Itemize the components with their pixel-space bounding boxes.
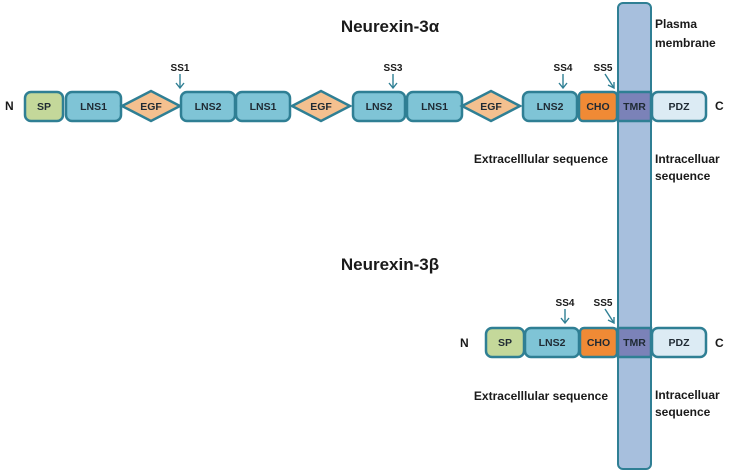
beta-ss4-arrowhead (560, 317, 570, 325)
beta-sp-label: SP (498, 337, 512, 349)
beta-n-terminus: N (460, 336, 469, 350)
alpha-tmr-label: TMR (623, 101, 646, 113)
alpha-lns1-label-2: LNS1 (250, 101, 277, 113)
beta-domain-row: SP LNS2 CHO TMR PDZ (484, 326, 708, 359)
alpha-sp-label: SP (37, 101, 51, 113)
alpha-title: Neurexin-3α (341, 17, 440, 36)
membrane-label-line2: membrane (655, 36, 716, 50)
alpha-ss4-arrowhead (558, 82, 568, 90)
alpha-egf-domain-2 (289, 89, 353, 123)
alpha-lns1-label-3: LNS1 (421, 101, 448, 113)
membrane-label-line1: Plasma (655, 17, 697, 31)
beta-splice-sites: SS4 SS5 (556, 298, 615, 325)
alpha-ss3-arrowhead (388, 82, 398, 90)
alpha-lns2-label-1: LNS2 (195, 101, 222, 113)
alpha-pdz-label: PDZ (669, 101, 691, 113)
alpha-intracellular-label-line2: sequence (655, 169, 711, 183)
alpha-lns1-label-1: LNS1 (80, 101, 107, 113)
beta-pdz-domain (650, 326, 708, 359)
alpha-ss5-arrow (604, 73, 615, 89)
beta-intracellular-label-line1: Intracelluar (655, 388, 720, 402)
beta-pdz-label: PDZ (669, 337, 691, 349)
alpha-ss5-label: SS5 (594, 63, 613, 74)
alpha-intracellular-label-line1: Intracelluar (655, 152, 720, 166)
alpha-egf-domain-3 (459, 89, 523, 123)
alpha-pdz-domain (650, 90, 708, 123)
alpha-egf-label-3: EGF (480, 101, 502, 113)
beta-ss4-label: SS4 (556, 298, 575, 309)
alpha-sp-domain (23, 90, 65, 123)
alpha-ss1-arrowhead (175, 82, 185, 90)
beta-intracellular-label-line2: sequence (655, 405, 711, 419)
beta-tmr-label: TMR (623, 337, 646, 349)
beta-c-terminus: C (715, 336, 724, 350)
alpha-ss4-label: SS4 (554, 63, 573, 74)
alpha-domain-row: SP LNS1 EGF LNS2 LNS1 EGF LNS2 LNS1 EGF … (23, 89, 708, 123)
alpha-ss5-arrowhead (607, 82, 615, 90)
beta-lns2-label: LNS2 (539, 337, 566, 349)
alpha-egf-label-2: EGF (310, 101, 332, 113)
alpha-splice-sites: SS1 SS3 SS4 SS5 (171, 63, 615, 90)
beta-cho-label: CHO (587, 337, 610, 349)
alpha-lns2-label-2: LNS2 (366, 101, 393, 113)
alpha-cho-label: CHO (586, 101, 609, 113)
beta-ss5-label: SS5 (594, 298, 613, 309)
alpha-n-terminus: N (5, 99, 14, 113)
alpha-ss1-label: SS1 (171, 63, 190, 74)
beta-ss5-arrowhead (607, 317, 615, 325)
plasma-membrane-bar (617, 2, 652, 470)
alpha-ss3-label: SS3 (384, 63, 403, 74)
alpha-lns1-domain-2 (234, 90, 292, 123)
alpha-lns2-label-3: LNS2 (537, 101, 564, 113)
alpha-lns2-domain-3 (521, 90, 579, 123)
alpha-egf-label-1: EGF (140, 101, 162, 113)
beta-title: Neurexin-3β (341, 255, 439, 274)
alpha-extracellular-label: Extracelllular sequence (474, 152, 608, 166)
beta-extracellular-label: Extracelllular sequence (474, 389, 608, 403)
alpha-c-terminus: C (715, 99, 724, 113)
alpha-lns2-domain-2 (351, 90, 407, 123)
beta-ss5-arrow (604, 308, 615, 324)
